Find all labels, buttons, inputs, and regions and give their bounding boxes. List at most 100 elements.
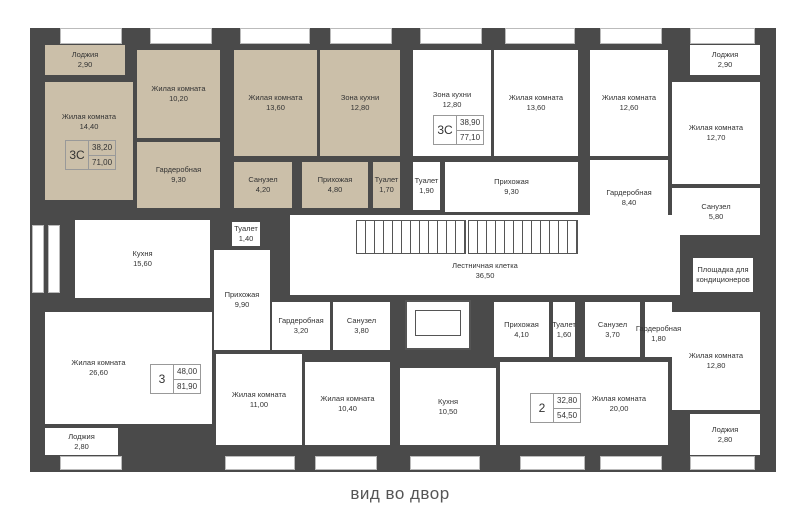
room-name: Лоджия bbox=[71, 50, 99, 59]
room-area: 3,20 bbox=[293, 326, 309, 335]
window bbox=[330, 28, 392, 44]
room-area: 9,30 bbox=[504, 187, 519, 196]
apartment-type: 3 bbox=[151, 365, 174, 393]
room-area: 13,60 bbox=[266, 103, 285, 112]
window bbox=[410, 456, 480, 470]
living-area: 38,90 bbox=[457, 116, 484, 131]
room-name: Жилая комната bbox=[320, 393, 375, 403]
room-name: Лестничная клетка bbox=[452, 261, 518, 270]
room-name: Туалет bbox=[414, 176, 439, 185]
window bbox=[60, 28, 122, 44]
living-area: 38,20 bbox=[89, 141, 116, 156]
window bbox=[520, 456, 585, 470]
room-area: 9,30 bbox=[171, 175, 186, 184]
room-name: Лоджия bbox=[68, 431, 95, 441]
room-area: 26,60 bbox=[89, 368, 108, 377]
room-area: 2,90 bbox=[77, 60, 93, 69]
room-area: 36,50 bbox=[475, 271, 495, 280]
room-area: 2,90 bbox=[717, 60, 733, 69]
window bbox=[505, 28, 575, 44]
view-caption: вид во двор bbox=[350, 484, 450, 503]
room-name: Жилая комната bbox=[61, 112, 117, 121]
room-name: Санузел bbox=[701, 201, 731, 211]
room-name: Санузел bbox=[597, 319, 628, 329]
room-name: Жилая комната bbox=[508, 93, 564, 102]
room-area: 12,80 bbox=[350, 103, 370, 112]
room-area: 10,40 bbox=[338, 403, 357, 413]
room-area: 10,20 bbox=[169, 94, 188, 103]
room-name: Прихожая bbox=[224, 290, 260, 299]
room-name: Кухня bbox=[132, 249, 153, 258]
window bbox=[690, 456, 755, 470]
room-area: 20,00 bbox=[609, 403, 629, 413]
room-name: Жилая комната bbox=[151, 84, 206, 93]
window bbox=[225, 456, 295, 470]
room-area: 5,80 bbox=[708, 211, 724, 221]
room-name: Туалет bbox=[234, 224, 258, 233]
room-name: Жилая комната bbox=[601, 93, 657, 102]
room-area: 12,60 bbox=[619, 103, 639, 112]
room-area: 3,70 bbox=[605, 329, 620, 339]
room-area: 2,80 bbox=[74, 441, 89, 451]
room-name: Лоджия bbox=[711, 50, 739, 59]
room-name: Прихожая bbox=[494, 177, 529, 186]
window bbox=[150, 28, 212, 44]
room-area: 11,00 bbox=[249, 399, 269, 409]
room-area: 4,20 bbox=[255, 185, 271, 194]
room-area: 14,40 bbox=[79, 122, 99, 131]
room-area: 8,40 bbox=[621, 197, 637, 207]
room-name: Гардеробная bbox=[606, 187, 652, 197]
window bbox=[60, 456, 122, 470]
room-area: 3,80 bbox=[354, 326, 369, 335]
living-area: 32,80 bbox=[554, 394, 581, 409]
total-area: 77,10 bbox=[460, 132, 481, 142]
window bbox=[600, 28, 662, 44]
room-name: Жилая комната bbox=[688, 123, 744, 132]
room-name: Санузел bbox=[248, 175, 278, 184]
room-area: 13,60 bbox=[526, 103, 546, 112]
room-name: Туалет bbox=[374, 175, 399, 184]
room-name: Жилая комната bbox=[71, 358, 126, 367]
room-name: Кухня bbox=[437, 396, 459, 406]
room-name: Жилая комната bbox=[248, 93, 303, 102]
room[interactable]: Площадка для кондиционеров bbox=[693, 258, 753, 292]
room-area: 1,40 bbox=[238, 234, 254, 243]
room-name: Санузел bbox=[346, 316, 377, 325]
